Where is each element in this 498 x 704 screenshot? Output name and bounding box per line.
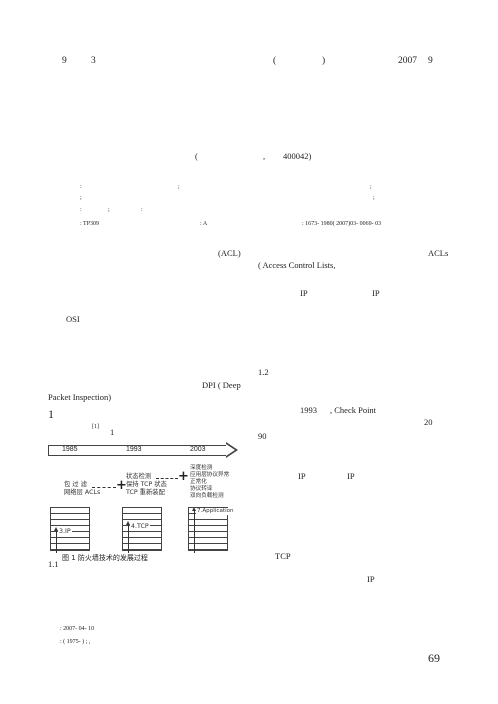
ip-term: IP	[372, 288, 380, 298]
section-1-2-heading: 1.2	[258, 367, 269, 377]
plus-icon: +	[178, 469, 189, 484]
page-number: 69	[428, 651, 440, 665]
author-note: : ( 1975- ) ; ,	[60, 639, 91, 645]
header-paren-close: )	[322, 56, 326, 66]
figure-caption: 图 1 防火墙技术的发展过程	[62, 554, 148, 562]
ip-term: IP	[300, 288, 308, 298]
dashed-arrow	[156, 478, 178, 479]
up-arrow	[192, 507, 196, 553]
affiliation-postcode: 400042)	[283, 151, 312, 161]
year-label: 1993	[126, 446, 142, 453]
stage-stateful-inspection: 状态检测 保持 TCP 状态 TCP 重新装配	[126, 473, 167, 496]
tcp-term: TCP	[275, 551, 291, 561]
firewall-evolution-figure: 1985 1993 2003 包 过 滤 网络层 ACLs + 状态检测 保持 …	[48, 442, 240, 557]
article-id: : 1673- 1980( 2007)03- 0069- 03	[302, 221, 382, 227]
ip-term: IP	[367, 574, 375, 584]
dashed-arrow	[92, 487, 116, 488]
abstract-mark: ;	[370, 184, 372, 190]
header-year: 2007	[398, 56, 417, 66]
stage-packet-filter: 包 过 滤 网络层 ACLs	[64, 481, 101, 496]
up-arrow	[126, 521, 130, 553]
number-90: 90	[258, 431, 267, 441]
acl-full-name: ( Access Control Lists,	[258, 260, 336, 270]
timeline-arrow	[48, 445, 227, 456]
check-point-term: , Check Point	[330, 405, 377, 415]
ip-term: IP	[298, 471, 306, 481]
keywords-mark: :	[80, 207, 82, 213]
ip-term: IP	[347, 471, 355, 481]
header-month: 9	[428, 56, 433, 66]
layer-label: 3.IP	[58, 528, 72, 536]
year-label: 1985	[62, 446, 78, 453]
dpi-term: DPI ( Deep	[202, 380, 241, 390]
header-paren-open: (	[273, 56, 277, 66]
year-label: 2003	[190, 446, 206, 453]
section-1-heading: 1	[48, 407, 54, 421]
layer-label: 4.TCP	[130, 523, 150, 531]
plus-icon: +	[116, 478, 127, 493]
affiliation-comma: ,	[263, 151, 266, 161]
received-date: : 2007- 04- 10	[60, 626, 95, 632]
keywords-mark: :	[141, 207, 143, 213]
stage-deep-inspection: 深度检测 应用层协议异常 正常化 协议转译 双向负载检测	[190, 465, 230, 499]
acl-term: (ACL)	[218, 248, 241, 258]
section-1-1-heading: 1.1	[48, 559, 59, 569]
clc-number: : TP309	[80, 221, 100, 227]
abstract-mark: ;	[373, 195, 375, 201]
number-20: 20	[424, 417, 433, 427]
affiliation-paren: (	[195, 151, 198, 161]
issue-number: 3	[91, 56, 96, 66]
abstract-mark: :	[80, 184, 82, 190]
abstract-mark: ;	[80, 195, 82, 201]
reference-mark: [1]	[92, 424, 99, 430]
layer-label: 7.Application	[196, 508, 235, 515]
up-arrow	[54, 527, 58, 553]
abstract-mark: ;	[178, 184, 180, 190]
volume-number: 9	[62, 56, 67, 66]
figure-reference: 1	[110, 427, 115, 437]
dpi-expansion: Packet Inspection)	[48, 392, 112, 402]
keywords-mark: ;	[108, 207, 110, 213]
acls-term: ACLs	[428, 248, 449, 258]
document-code: : A	[200, 221, 208, 227]
osi-term: OSI	[66, 314, 80, 324]
year-1993: 1993	[300, 405, 317, 415]
